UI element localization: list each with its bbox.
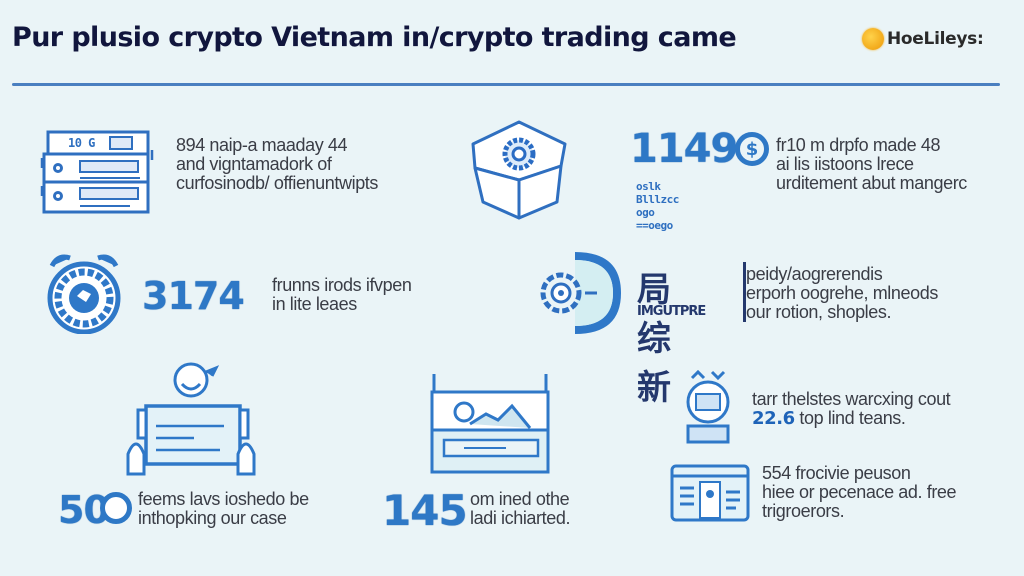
desc-line: hiee or pecenace ad. free <box>762 482 957 502</box>
desc-line: trigroerors. <box>762 501 845 521</box>
stat-number: 1149 <box>630 126 738 172</box>
brand-name: HoeLileys: <box>887 29 984 49</box>
desc-line: inthopking our case <box>138 508 287 528</box>
stat-description: 894 naip-a maaday 44 and vigntamadork of… <box>176 136 378 193</box>
desc-line: 894 naip-a maaday 44 <box>176 135 348 155</box>
brand-logo: HoeLileys: <box>862 28 984 50</box>
desc-line: frunns irods ifvpen <box>272 275 412 295</box>
gear-box-icon <box>465 118 575 222</box>
coin-badge-icon <box>100 492 132 524</box>
stat-description: fr10 m drpfo made 48 ai lis iistoons lre… <box>776 136 967 193</box>
gold-coin-icon <box>862 28 884 50</box>
header-divider <box>12 83 1000 86</box>
desc-line: erporh oogrehe, mlneods <box>746 283 938 303</box>
label-divider <box>743 262 746 322</box>
desc-line: tarr thelstes warcxing cout <box>752 389 951 409</box>
stat-description: peidy/aogrerendis erporh oogrehe, mlneod… <box>746 265 938 322</box>
stat-sub-label: oslk Blllzcc ogo ==oego <box>636 180 679 232</box>
dollar-coin-icon: $ <box>735 132 769 166</box>
desc-line: om ined othe <box>470 489 570 509</box>
desc-line: 554 frocivie peuson <box>762 463 911 483</box>
desc-line: in lite leaes <box>272 294 357 314</box>
desc-line: our rotion, shoples. <box>746 302 892 322</box>
sub-label-line: oslk Blllzcc <box>636 180 679 206</box>
desc-line: curfosinodb/ offienuntwipts <box>176 173 379 193</box>
desc-line: feems lavs ioshedo be <box>138 489 309 509</box>
desc-line: and vigntamadork of <box>176 154 332 174</box>
stat-number: 145 <box>382 486 468 535</box>
stat-number: 3174 <box>142 274 245 318</box>
server-rack-icon: 10 G <box>40 128 160 218</box>
browser-window-icon <box>670 464 750 524</box>
server-label: 10 G <box>68 136 95 150</box>
stat-description: feems lavs ioshedo be inthopking our cas… <box>138 490 309 528</box>
desc-line: fr10 m drpfo made 48 <box>776 135 941 155</box>
alarm-clock-chip-icon <box>44 252 124 334</box>
stat-number: 22.6 <box>752 408 795 429</box>
stat-description: 554 frocivie peuson hiee or pecenace ad.… <box>762 463 957 521</box>
page-title: Pur plusio crypto Vietnam in/crypto trad… <box>12 22 737 53</box>
stat-description: tarr thelstes warcxing cout 22.6 top lin… <box>752 389 951 429</box>
stat-description: om ined othe ladi ichiarted. <box>470 490 570 528</box>
landscape-panel-icon <box>420 374 560 476</box>
robot-bot-icon <box>684 370 732 446</box>
desc-line: ai lis iistoons lrece <box>776 154 914 174</box>
cjk-label: 局综新 <box>637 270 671 408</box>
desc-line: top lind teans. <box>799 408 906 428</box>
desc-line: urditement abut mangerc <box>776 173 967 193</box>
gear-dial-icon <box>535 248 625 338</box>
cjk-sublabel: IMGUTPRE <box>637 304 706 319</box>
stat-description: frunns irods ifvpen in lite leaes <box>272 275 412 314</box>
sub-label-line: ogo ==oego <box>636 206 673 232</box>
desc-line: peidy/aogrerendis <box>746 264 883 284</box>
character-billboard-icon <box>124 358 258 478</box>
desc-line: ladi ichiarted. <box>470 508 571 528</box>
